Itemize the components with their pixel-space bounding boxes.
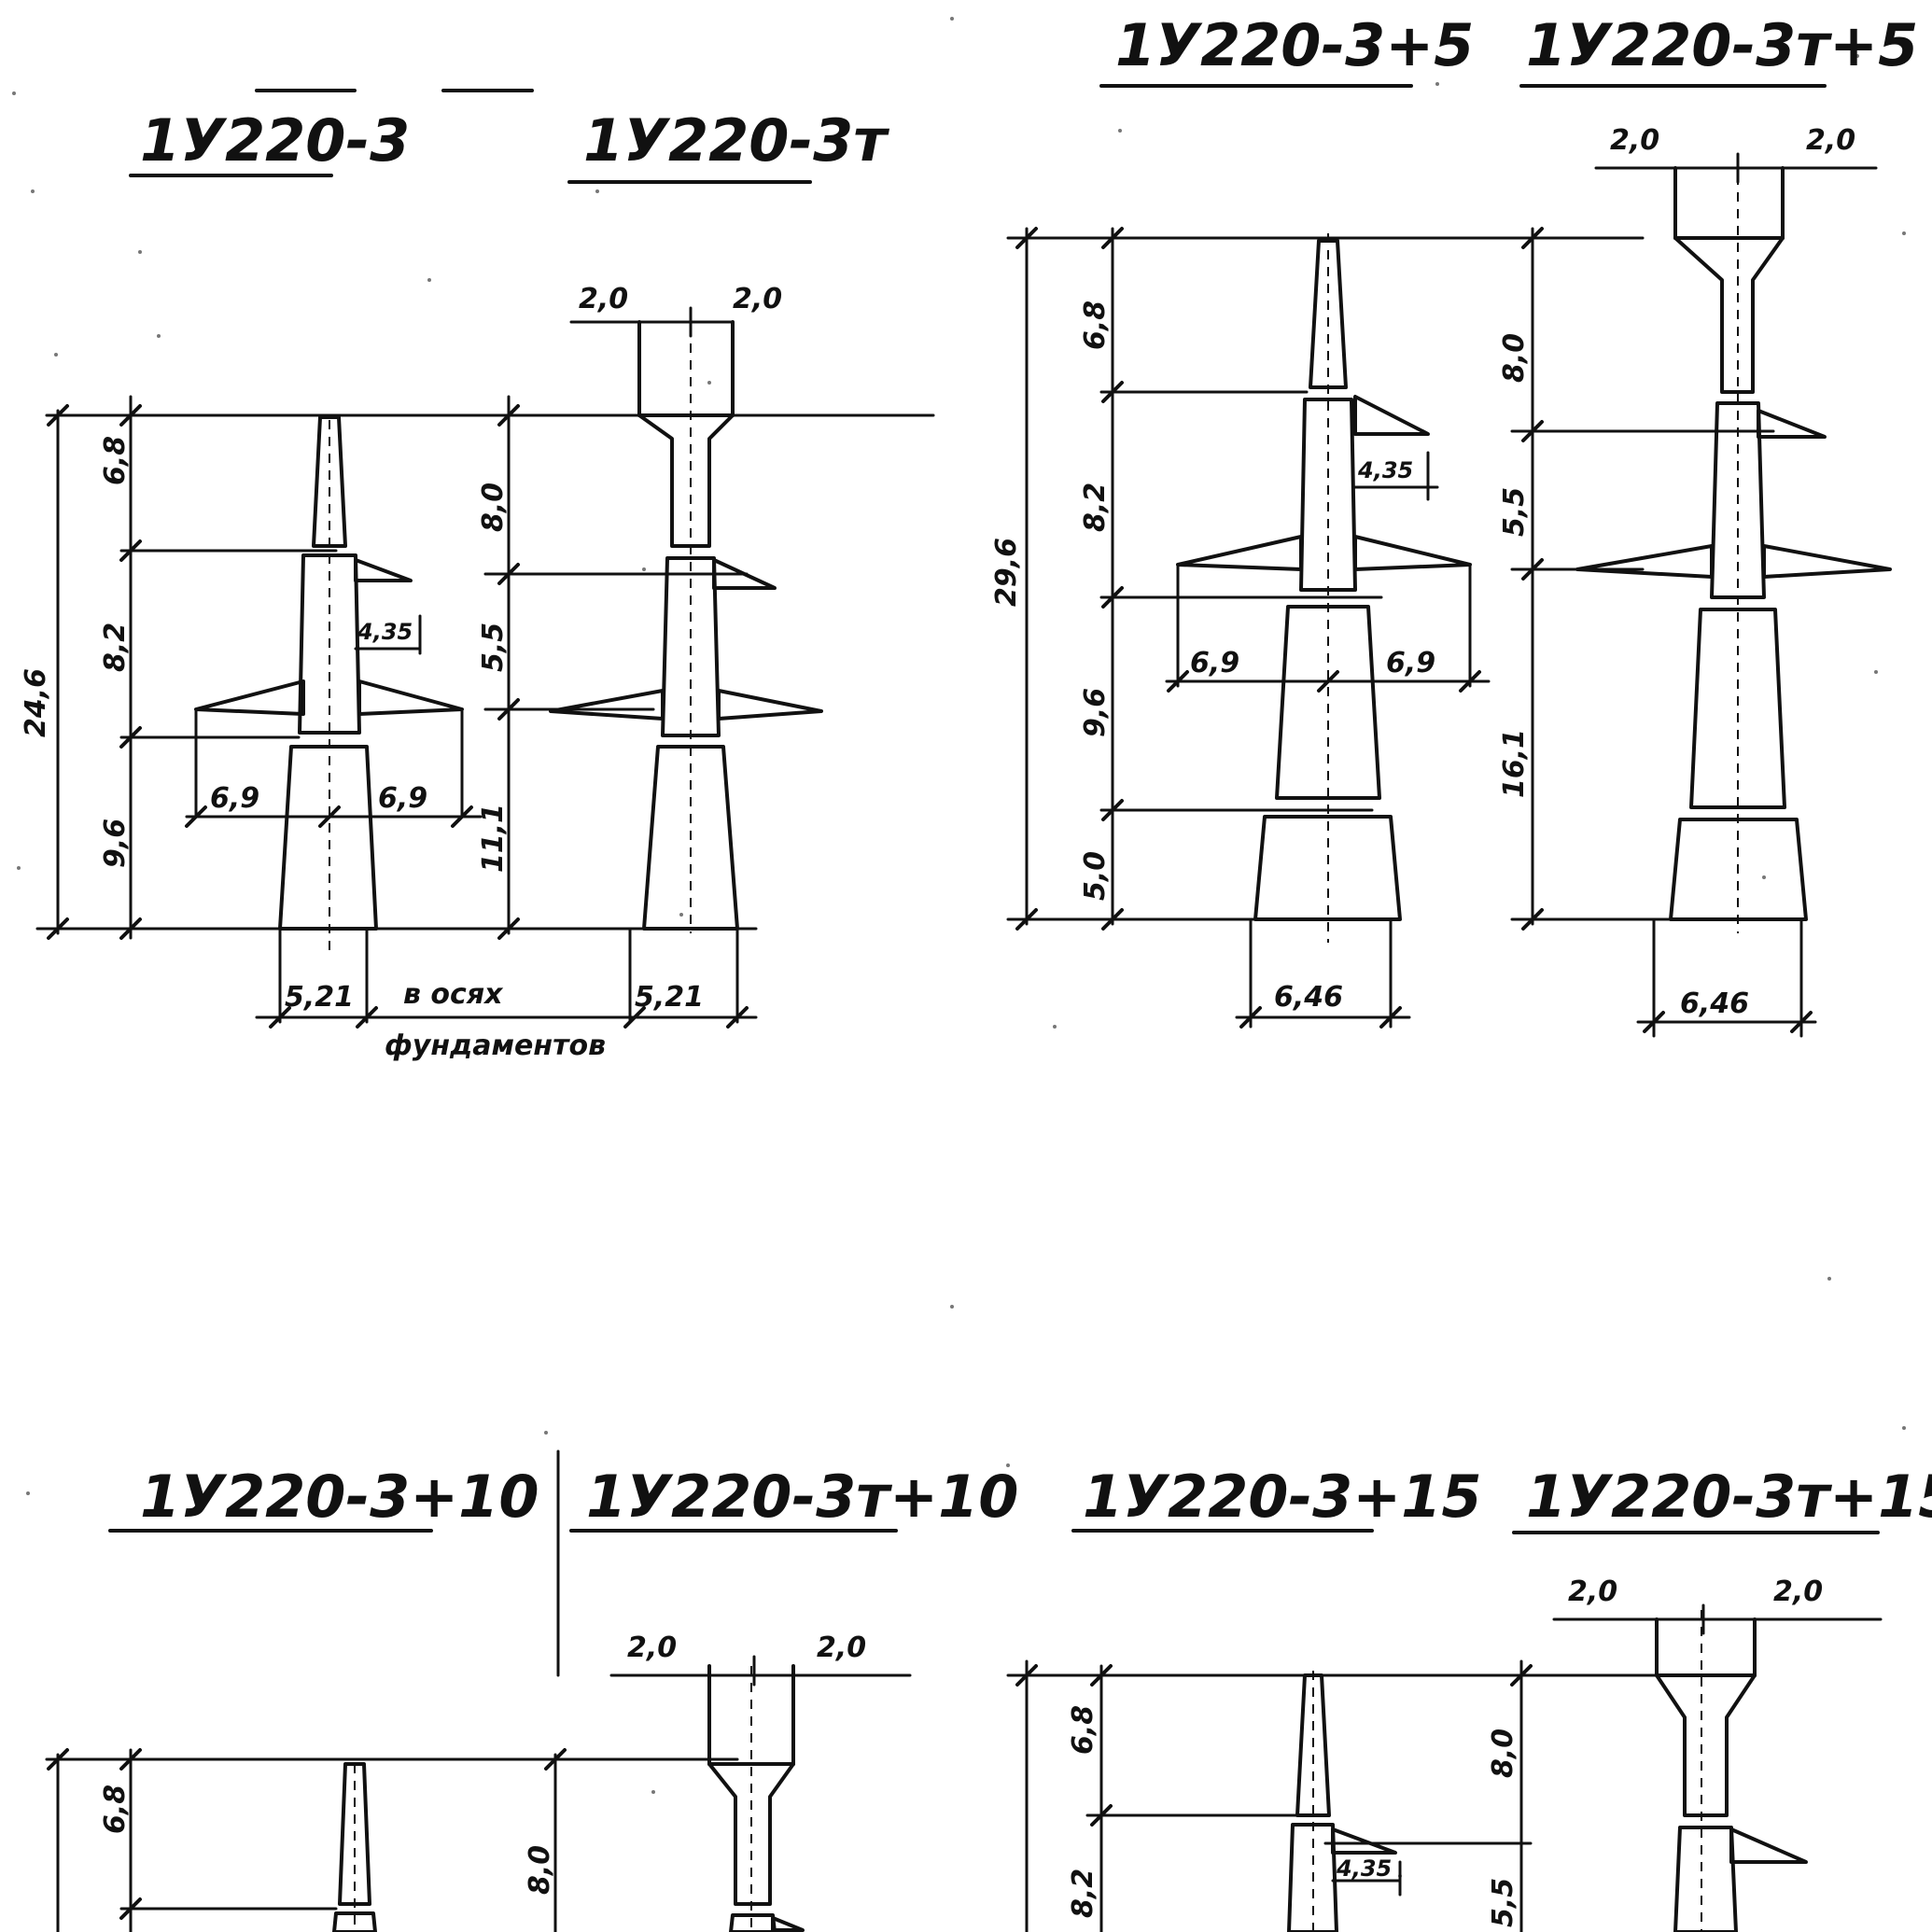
dim-h-55: 5,5 (477, 623, 510, 672)
dim-h-68: 6,8 (99, 1785, 132, 1834)
tower-1u220-3t-plus10 (609, 1655, 912, 1932)
dim-w-435: 4,35 (1357, 457, 1413, 483)
title-1u220-3t-plus5: 1У220-3т+5 (1526, 11, 1918, 79)
panel-d-dims: 2,0 2,0 6,8 8,2 8,0 5,5 4,35 (1067, 1575, 1823, 1927)
scan-speckle (12, 17, 1906, 1878)
tower-1u220-3-plus5 (1006, 227, 1645, 1029)
dim-h-80: 8,0 (477, 483, 510, 532)
dim-h-111: 11,1 (477, 804, 510, 873)
dim-top-2b: 2,0 (1773, 1575, 1823, 1608)
tower-1u220-3t (483, 306, 823, 1024)
titles: 1У220-3 1У220-3т 1У220-3+5 1У220-3т+5 1У… (108, 11, 1932, 1534)
dim-top-2a: 2,0 (1610, 124, 1659, 157)
dim-w-69a: 6,9 (1190, 647, 1239, 679)
tower-1u220-3t-plus15 (1552, 1603, 1883, 1932)
dim-h-55: 5,5 (1498, 487, 1531, 537)
dim-w-435: 4,35 (1336, 1855, 1392, 1882)
dim-h-68: 6,8 (99, 436, 132, 485)
dim-w-69b: 6,9 (378, 782, 427, 815)
title-1u220-3-plus15: 1У220-3+15 (1083, 1463, 1481, 1531)
dim-base-521b: 5,21 (635, 981, 704, 1014)
dim-h-80: 8,0 (524, 1845, 556, 1895)
title-1u220-3-plus10: 1У220-3+10 (140, 1463, 539, 1531)
title-1u220-3t-plus15: 1У220-3т+15 (1526, 1463, 1932, 1531)
dim-h-96: 9,6 (99, 819, 132, 868)
dim-base-646a: 6,46 (1274, 981, 1343, 1014)
dim-axes-1: в осях (403, 978, 504, 1011)
dim-h-total: 24,6 (20, 668, 52, 737)
tower-1u220-3 (35, 395, 935, 1029)
dim-axes-2: фундаментов (385, 1029, 606, 1062)
title-1u220-3-plus5: 1У220-3+5 (1115, 11, 1474, 79)
dim-h-161: 16,1 (1498, 729, 1531, 798)
dim-h-55: 5,5 (1487, 1878, 1519, 1927)
dim-h-total: 29,6 (990, 538, 1023, 607)
dim-w-69a: 6,9 (210, 782, 259, 815)
dim-h-80: 8,0 (1487, 1729, 1519, 1778)
title-1u220-3t: 1У220-3т (583, 106, 889, 175)
dim-top-2a: 2,0 (627, 1631, 677, 1664)
dim-h-82: 8,2 (1079, 483, 1112, 532)
dim-h-80: 8,0 (1498, 333, 1531, 383)
dim-top-2b: 2,0 (1806, 124, 1855, 157)
dim-h-82: 8,2 (99, 623, 132, 672)
panel-b-dims: 2,0 2,0 29,6 6,8 8,2 9,6 5,0 8,0 5,5 16,… (990, 124, 1855, 1020)
tower-1u220-3-plus10 (45, 1449, 739, 1932)
dim-w-435: 4,35 (357, 619, 413, 645)
dim-base-646b: 6,46 (1680, 987, 1749, 1020)
title-1u220-3: 1У220-3 (140, 106, 410, 175)
panel-c-dims: 2,0 2,0 6,8 8,0 (99, 1631, 866, 1895)
dim-top-2b: 2,0 (733, 283, 782, 315)
title-1u220-3t-plus10: 1У220-3т+10 (586, 1463, 1018, 1531)
dim-h-68: 6,8 (1079, 301, 1112, 350)
dim-base-521a: 5,21 (285, 981, 354, 1014)
panel-a-dims: 2,0 2,0 24,6 6,8 8,2 9,6 8,0 5,5 11,1 4,… (20, 283, 782, 1062)
dim-top-2b: 2,0 (817, 1631, 866, 1664)
dim-top-2a: 2,0 (1568, 1575, 1617, 1608)
tower-1u220-3-plus15 (1006, 1659, 1663, 1932)
dim-h-68: 6,8 (1067, 1705, 1099, 1755)
dim-h-82: 8,2 (1067, 1869, 1099, 1918)
dim-h-50: 5,0 (1079, 851, 1112, 901)
dim-w-69b: 6,9 (1386, 647, 1435, 679)
dim-top-2a: 2,0 (579, 283, 628, 315)
dim-h-96: 9,6 (1079, 688, 1112, 737)
tower-1u220-3t-plus5 (1510, 152, 1892, 1038)
